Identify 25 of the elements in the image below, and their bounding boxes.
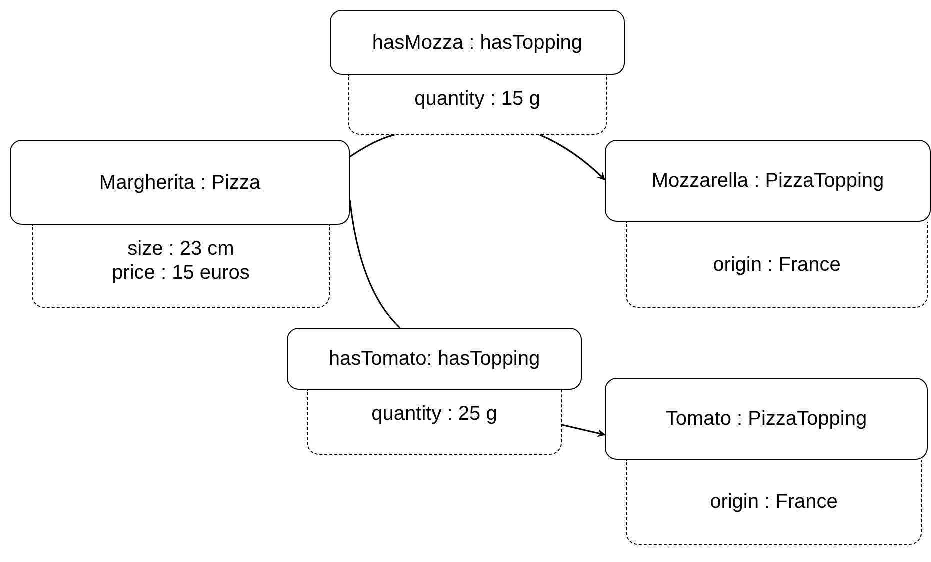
- attribute-text: origin : France: [713, 252, 841, 276]
- connector-line: [350, 134, 395, 158]
- class-label: Margherita : Pizza: [99, 170, 261, 194]
- attribute-text: quantity : 25 g: [372, 402, 498, 426]
- connector-line: [349, 200, 401, 329]
- class-box: [330, 10, 625, 75]
- class-box: [287, 328, 582, 390]
- class-box: [10, 140, 350, 225]
- arrow: [540, 134, 606, 181]
- arrow: [562, 424, 606, 438]
- attribute-box: [626, 460, 922, 545]
- class-label: hasMozza : hasTopping: [372, 30, 583, 54]
- attribute-box: [32, 225, 330, 308]
- attribute-box: [307, 390, 562, 455]
- attribute-text: origin : France: [710, 490, 838, 514]
- attribute-box: [626, 222, 928, 308]
- class-box: [605, 378, 928, 460]
- class-label: hasTomato: hasTopping: [328, 347, 540, 371]
- attribute-text: price : 15 euros: [112, 261, 250, 285]
- class-box: [605, 140, 931, 222]
- class-label: Tomato : PizzaTopping: [666, 407, 868, 431]
- attribute-box: [348, 75, 607, 135]
- attribute-text: quantity : 15 g: [414, 87, 540, 111]
- class-label: Mozzarella : PizzaTopping: [652, 169, 884, 193]
- attribute-text: size : 23 cm: [128, 237, 234, 261]
